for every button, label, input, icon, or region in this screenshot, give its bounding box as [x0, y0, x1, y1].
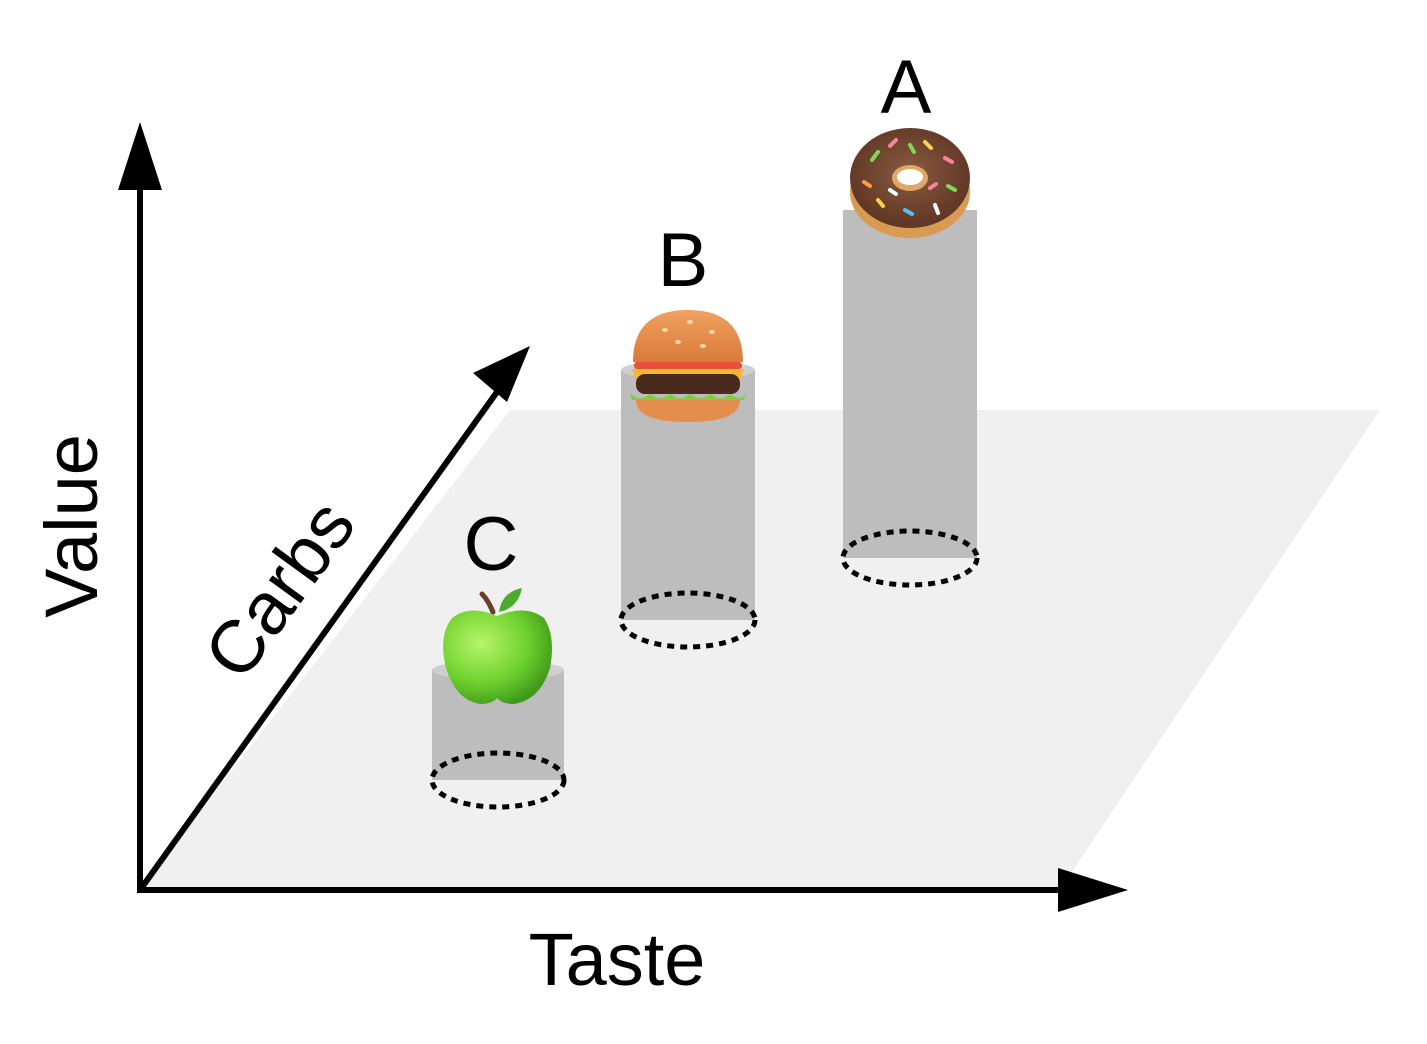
floor-plane: [140, 410, 1380, 890]
burger-icon: [630, 310, 746, 422]
base-ring-b: [618, 590, 758, 650]
donut-icon: [850, 128, 970, 238]
taste-axis-arrow-icon: [1058, 868, 1128, 912]
carbs-axis-arrow-icon: [473, 346, 530, 402]
item-label-b: B: [658, 218, 709, 303]
value-axis-arrow-icon: [118, 122, 162, 190]
value-axis-label: Value: [30, 434, 113, 618]
taste-axis-label: Taste: [529, 918, 706, 1001]
base-ring-c: [429, 750, 567, 810]
axes: [118, 122, 1128, 912]
apple-icon: [443, 588, 552, 704]
item-label-c: C: [464, 502, 519, 587]
base-ring-a: [840, 528, 980, 588]
item-label-a: A: [881, 45, 932, 130]
carbs-axis-line: [137, 383, 505, 892]
pillar-a: [840, 210, 980, 588]
